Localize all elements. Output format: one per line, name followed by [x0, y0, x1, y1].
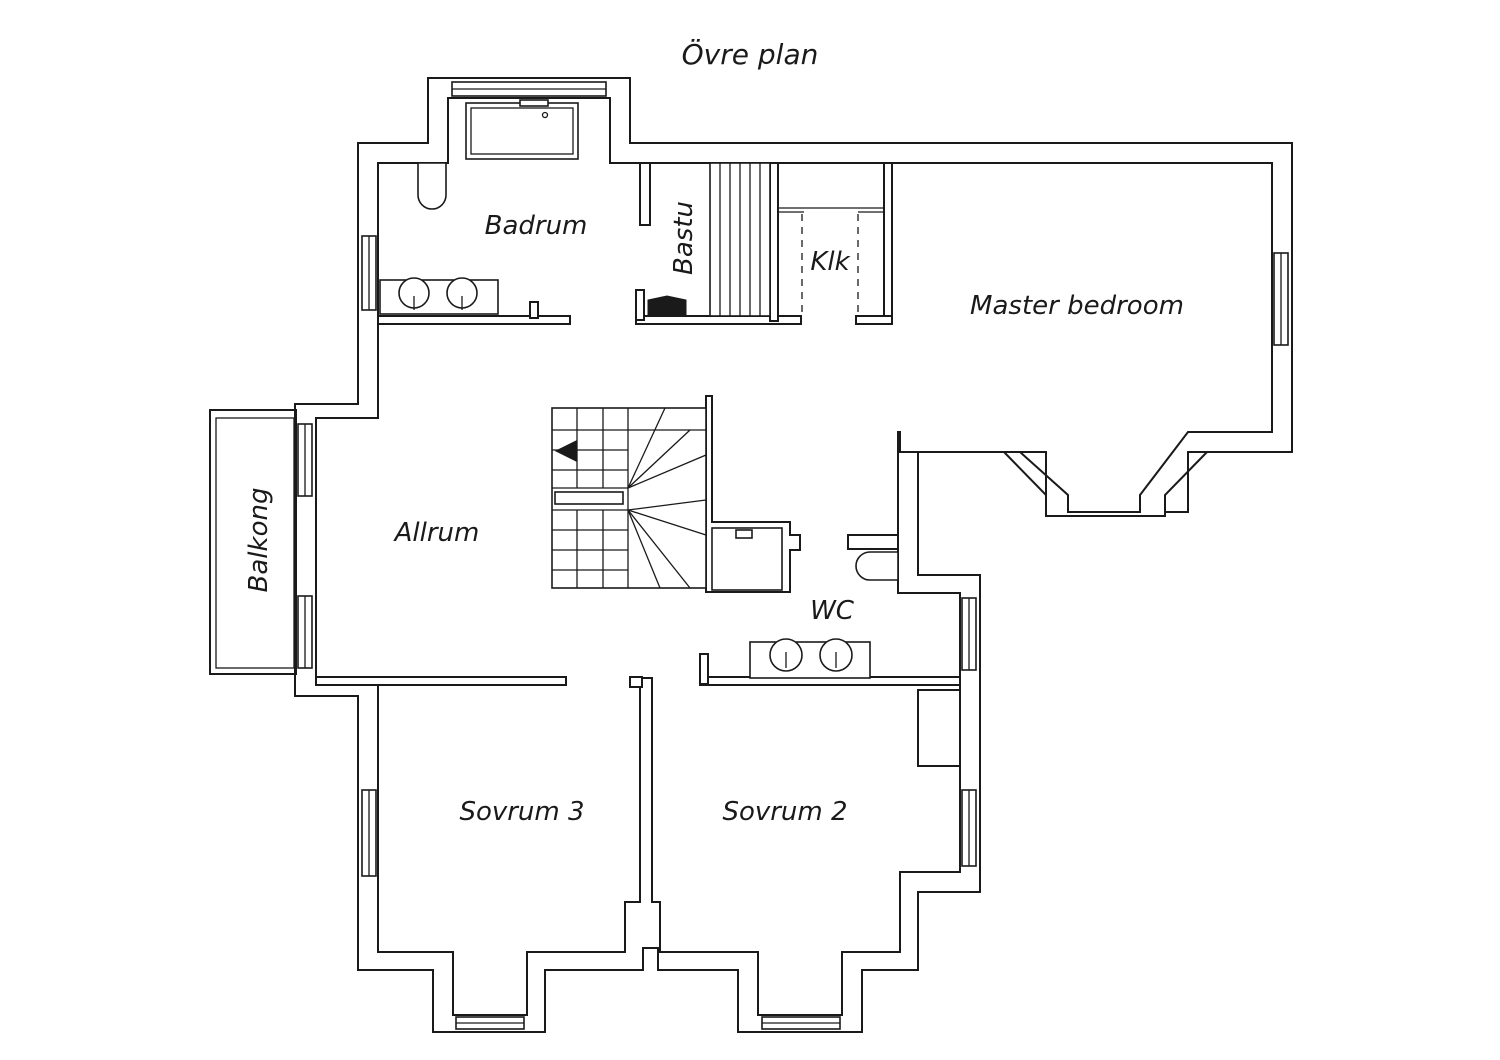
stair-direction-arrow-icon: [554, 440, 577, 462]
room-label-allrum: Allrum: [393, 518, 480, 548]
sauna-heater-icon: [647, 295, 687, 317]
double-sink-icon: [379, 279, 499, 315]
bathtub-icon: [465, 102, 579, 160]
stairs: [551, 407, 707, 589]
wc-toilet-icon: [855, 551, 899, 581]
room-label-sovrum-2: Sovrum 2: [722, 797, 847, 827]
sauna-bench: [709, 162, 771, 317]
room-label-wc: WC: [810, 596, 855, 626]
room-label-balkong: Balkong: [244, 488, 274, 593]
room-label-klk: Klk: [810, 247, 850, 277]
exterior-walls: [209, 77, 1293, 1033]
room-labels: Badrum Bastu Klk Master bedroom Allrum B…: [244, 201, 1184, 827]
windows: [297, 81, 1289, 1030]
fixtures: [379, 99, 899, 679]
room-label-sovrum-3: Sovrum 3: [459, 797, 584, 827]
interior-walls: [315, 162, 961, 767]
room-label-badrum: Badrum: [485, 211, 588, 241]
plan-title: Övre plan: [682, 37, 819, 71]
room-label-master-bedroom: Master bedroom: [970, 291, 1184, 321]
toilet-icon: [417, 162, 447, 210]
balcony-outline: [209, 409, 297, 675]
room-label-bastu: Bastu: [669, 201, 699, 275]
